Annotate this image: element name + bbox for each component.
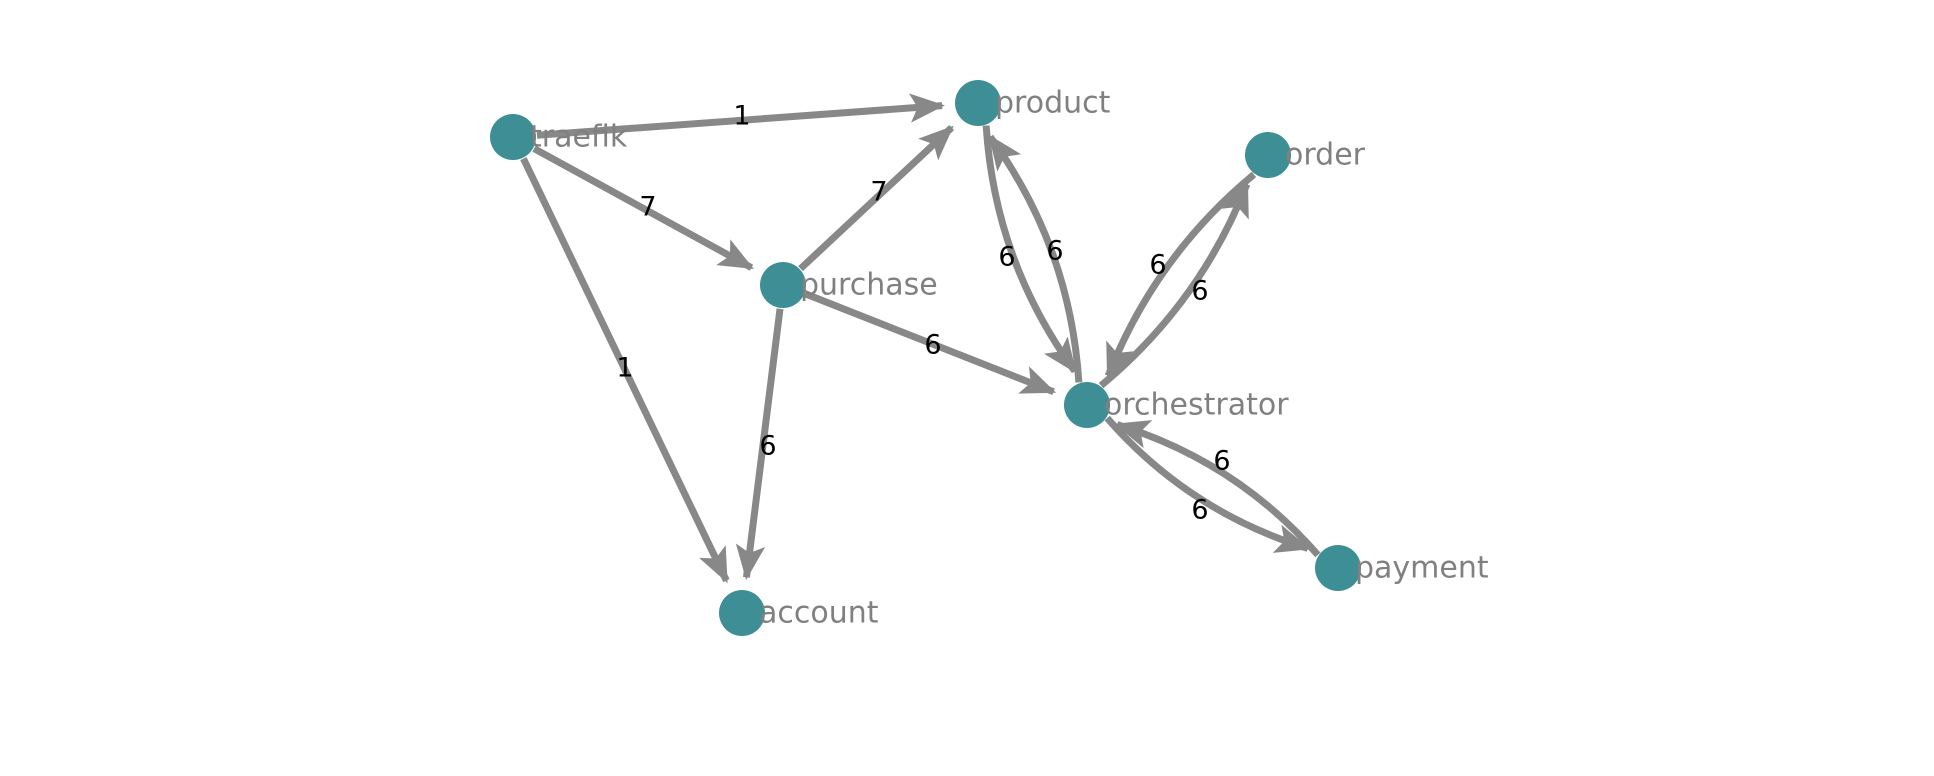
- edge-weight-label: 1: [733, 101, 750, 132]
- graph-edge: [1098, 181, 1251, 389]
- graph-node-purchase[interactable]: purchase: [760, 262, 938, 308]
- edge-weight-label: 6: [1046, 236, 1063, 267]
- node-label-orchestrator: orchestrator: [1104, 388, 1289, 423]
- node-label-purchase: purchase: [800, 268, 938, 303]
- edge-weight-label: 6: [924, 330, 941, 361]
- node-circle-product[interactable]: [955, 80, 1001, 126]
- edge-weight-label: 6: [759, 431, 776, 462]
- node-label-product: product: [995, 86, 1111, 121]
- graph-node-order[interactable]: order: [1245, 132, 1366, 178]
- node-circle-order[interactable]: [1245, 132, 1291, 178]
- node-circle-orchestrator[interactable]: [1064, 382, 1110, 428]
- node-circle-payment[interactable]: [1315, 545, 1361, 591]
- graph-edge: [1104, 415, 1311, 553]
- graph-edge: [520, 157, 730, 584]
- graph-edge: [987, 134, 1083, 383]
- node-label-payment: payment: [1355, 551, 1489, 586]
- graph-edge: [804, 290, 1057, 396]
- graph-edge: [798, 125, 955, 272]
- edge-weight-label: 1: [616, 353, 633, 384]
- edge-weight-label: 6: [998, 242, 1015, 273]
- graph-node-product[interactable]: product: [955, 80, 1111, 126]
- node-label-account: account: [759, 596, 879, 631]
- graph-edge: [1114, 420, 1321, 558]
- graph-node-traefik[interactable]: traefik: [490, 114, 628, 160]
- edge-weight-label: 6: [1191, 276, 1208, 307]
- node-circle-account[interactable]: [719, 590, 765, 636]
- node-label-traefik: traefik: [530, 120, 628, 155]
- node-circle-traefik[interactable]: [490, 114, 536, 160]
- edge-weight-label: 6: [1149, 250, 1166, 281]
- graph-node-account[interactable]: account: [719, 590, 879, 636]
- graph-edge: [1104, 171, 1257, 379]
- graph-edge: [532, 145, 754, 271]
- graph-edge: [536, 93, 945, 139]
- graph-node-payment[interactable]: payment: [1315, 545, 1489, 591]
- edge-weight-label: 6: [1213, 446, 1230, 477]
- graph-node-orchestrator[interactable]: orchestrator: [1064, 382, 1289, 428]
- nodes-layer: traefik product order purchase orchestrator a…: [490, 80, 1489, 636]
- edges-layer: [520, 93, 1321, 584]
- node-circle-purchase[interactable]: [760, 262, 806, 308]
- graph-edge: [735, 308, 784, 581]
- edge-weight-label: 6: [1191, 495, 1208, 526]
- node-label-order: order: [1285, 138, 1366, 173]
- edge-weight-label: 7: [639, 192, 656, 223]
- edge-weight-label: 7: [870, 177, 887, 208]
